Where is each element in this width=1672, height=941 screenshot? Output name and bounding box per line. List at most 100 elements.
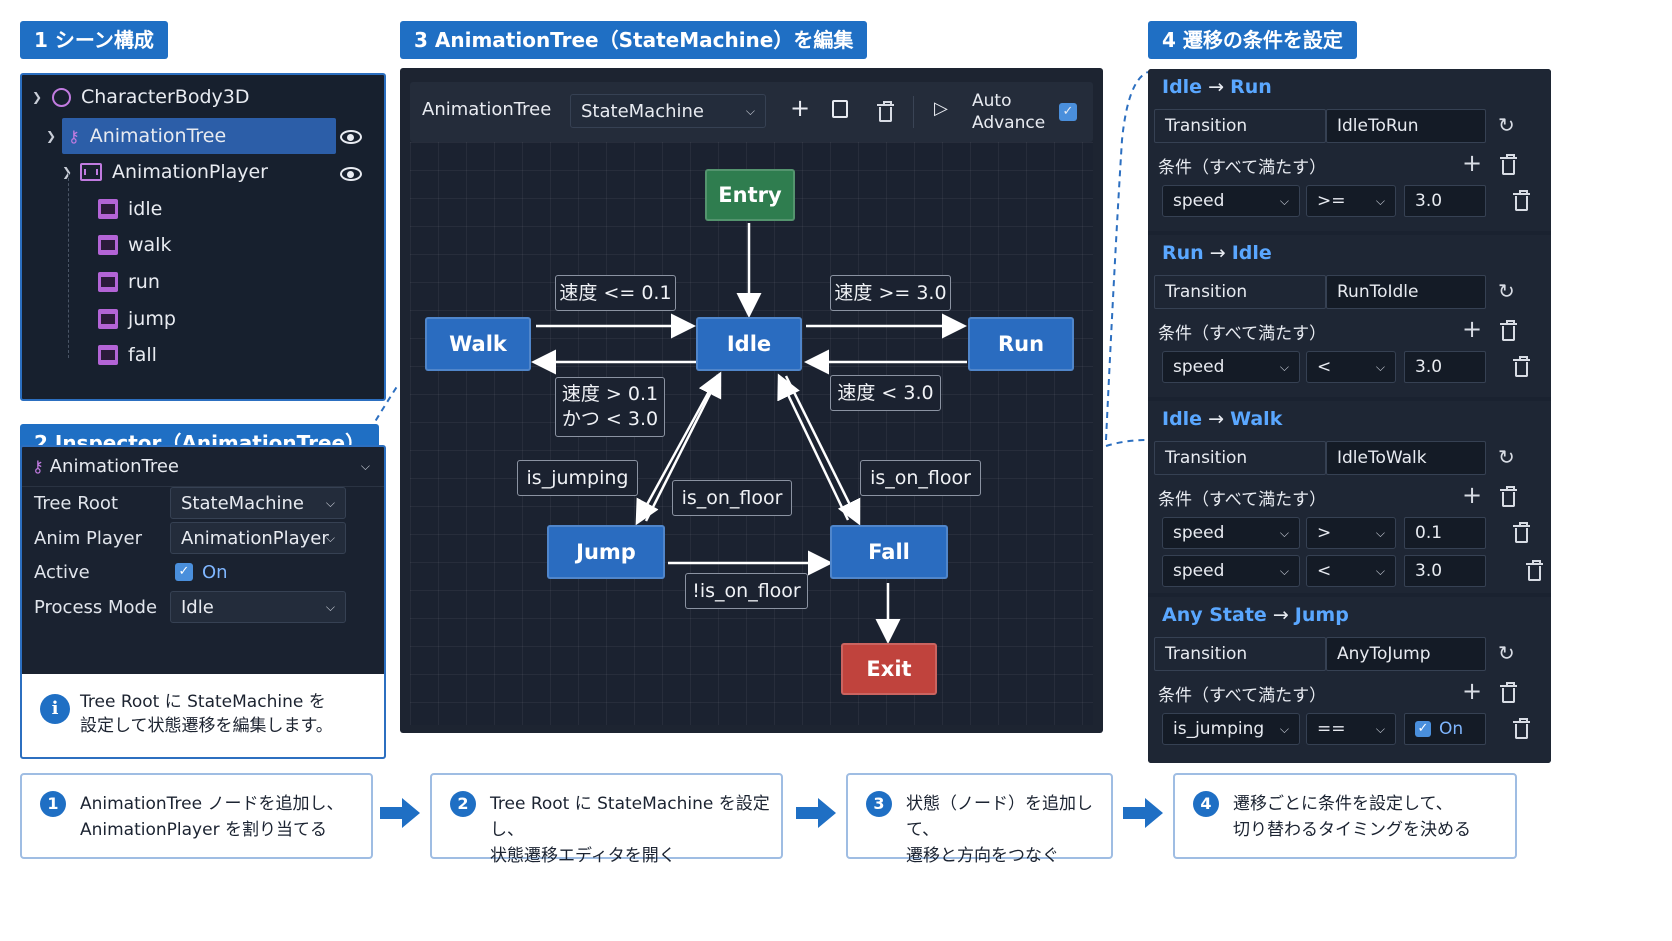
- chevron-down-icon[interactable]: ⌵: [360, 459, 370, 473]
- chevron-down-icon: ⌵: [1279, 563, 1289, 578]
- tree-item-animationtree[interactable]: ❯ ⚷ AnimationTree: [46, 118, 336, 154]
- state-node-idle[interactable]: Idle: [696, 317, 802, 371]
- play-icon[interactable]: ▷: [934, 98, 948, 119]
- state-node-run[interactable]: Run: [968, 317, 1074, 371]
- auto-advance-checkbox[interactable]: ✓: [1059, 103, 1077, 121]
- condition-checkbox[interactable]: ✓: [1415, 721, 1431, 737]
- chevron-down-icon: ⌵: [1279, 359, 1289, 374]
- inspector-header[interactable]: ⚷ AnimationTree ⌵: [22, 447, 384, 487]
- refresh-icon[interactable]: ↻: [1498, 641, 1515, 665]
- chevron-down-icon[interactable]: ❯: [61, 165, 73, 179]
- arrow-jump-idle: [644, 371, 722, 522]
- chevron-down-icon: ⌵: [325, 599, 335, 614]
- state-node-entry[interactable]: Entry: [705, 169, 795, 221]
- property-label: Process Mode: [34, 596, 158, 618]
- add-condition-icon[interactable]: +: [1462, 149, 1483, 177]
- delete-icon[interactable]: [1500, 486, 1517, 507]
- add-condition-icon[interactable]: +: [1462, 481, 1483, 509]
- state-node-exit[interactable]: Exit: [841, 643, 937, 695]
- tree-item-clip[interactable]: fall: [22, 337, 384, 373]
- add-condition-icon[interactable]: +: [1462, 315, 1483, 343]
- transition-name-input[interactable]: IdleToWalk: [1326, 441, 1486, 475]
- state-node-jump[interactable]: Jump: [547, 525, 665, 579]
- active-value: On: [202, 561, 228, 583]
- add-icon[interactable]: +: [790, 94, 811, 122]
- delete-icon[interactable]: [1513, 190, 1530, 211]
- condition-operator-select[interactable]: >⌵: [1306, 517, 1396, 549]
- select-value: ==: [1317, 719, 1346, 739]
- step-card: 3 状態（ノード）を追加して、遷移と方向をつなぐ: [846, 773, 1113, 866]
- condition-operator-select[interactable]: <⌵: [1306, 351, 1396, 383]
- tree-item-animationplayer[interactable]: ❯ AnimationPlayer: [22, 154, 384, 190]
- condition-param-select[interactable]: is_jumping⌵: [1162, 713, 1300, 745]
- info-text-line: Tree Root に StateMachine を: [80, 692, 326, 712]
- transition-label-cell: Transition: [1154, 109, 1326, 143]
- refresh-icon[interactable]: ↻: [1498, 113, 1515, 137]
- select-value: speed: [1173, 561, 1225, 581]
- tree-item-clip[interactable]: walk: [22, 227, 384, 263]
- delete-icon[interactable]: [1526, 560, 1543, 581]
- condition-param-select[interactable]: speed⌵: [1162, 517, 1300, 549]
- condition-param-select[interactable]: speed ⌵: [1162, 351, 1300, 383]
- transition-from: Any State: [1162, 604, 1267, 626]
- tree-item-characterbody3d[interactable]: ❯ CharacterBody3D: [22, 79, 384, 115]
- inspector-row-process-mode: Process Mode Idle ⌵: [22, 589, 384, 625]
- state-node-walk[interactable]: Walk: [425, 317, 531, 371]
- duplicate-icon[interactable]: [832, 100, 848, 118]
- state-machine-select[interactable]: StateMachine⌵: [570, 94, 766, 128]
- add-condition-icon[interactable]: +: [1462, 677, 1483, 705]
- delete-icon[interactable]: [1513, 718, 1530, 739]
- arrow-right-icon: →: [1202, 76, 1231, 98]
- transition-label-cell: Transition: [1154, 637, 1326, 671]
- select-value: speed: [1173, 357, 1225, 377]
- condition-value-input[interactable]: 3.0: [1404, 351, 1486, 383]
- animation-tree-icon: ⚷: [68, 126, 80, 146]
- delete-icon[interactable]: [1500, 682, 1517, 703]
- tree-item-label: AnimationTree: [89, 125, 227, 147]
- condition-value-input[interactable]: 3.0: [1404, 555, 1486, 587]
- condition-param-select[interactable]: speed⌵: [1162, 185, 1300, 217]
- transition-name-input[interactable]: IdleToRun: [1326, 109, 1486, 143]
- condition-operator-select[interactable]: <⌵: [1306, 555, 1396, 587]
- transition-from: Idle: [1162, 408, 1203, 430]
- chevron-down-icon[interactable]: ❯: [31, 90, 43, 104]
- transition-name-input[interactable]: RunToIdle: [1326, 275, 1486, 309]
- state-node-fall[interactable]: Fall: [830, 525, 948, 579]
- refresh-icon[interactable]: ↻: [1498, 279, 1515, 303]
- tree-item-clip[interactable]: jump: [22, 301, 384, 337]
- condition-value: On: [1439, 719, 1464, 739]
- state-graph-canvas[interactable]: [410, 142, 1093, 725]
- chevron-down-icon: ⌵: [1375, 563, 1385, 578]
- step-text: 切り替わるタイミングを決める: [1233, 820, 1471, 840]
- tree-item-clip[interactable]: run: [22, 264, 384, 300]
- delete-icon[interactable]: [1513, 522, 1530, 543]
- delete-icon[interactable]: [1500, 154, 1517, 175]
- visibility-eye-icon[interactable]: [340, 130, 362, 144]
- process-mode-select[interactable]: Idle ⌵: [170, 591, 346, 623]
- step-text: 状態（ノード）を追加して、: [906, 794, 1093, 840]
- refresh-icon[interactable]: ↻: [1498, 445, 1515, 469]
- conditions-label: 条件（すべて満たす）: [1158, 490, 1327, 510]
- delete-icon[interactable]: [1513, 356, 1530, 377]
- tree-root-select[interactable]: StateMachine⌵: [170, 487, 346, 519]
- condition-value-input[interactable]: ✓ On: [1404, 713, 1486, 745]
- chevron-down-icon[interactable]: ❯: [45, 129, 57, 143]
- tree-item-clip[interactable]: idle: [22, 191, 384, 227]
- delete-icon[interactable]: [877, 101, 894, 122]
- delete-icon[interactable]: [1500, 320, 1517, 341]
- condition-value-input[interactable]: 3.0: [1404, 185, 1486, 217]
- conditions-label: 条件（すべて満たす）: [1158, 686, 1327, 706]
- condition-label: is_on_floor: [672, 480, 792, 516]
- condition-operator-select[interactable]: ==⌵: [1306, 713, 1396, 745]
- anim-player-select[interactable]: AnimationPlayer⌵: [170, 522, 346, 554]
- transition-name-input[interactable]: AnyToJump: [1326, 637, 1486, 671]
- condition-param-select[interactable]: speed ⌵: [1162, 555, 1300, 587]
- visibility-eye-icon[interactable]: [340, 167, 362, 181]
- active-checkbox[interactable]: ✓: [175, 563, 193, 581]
- select-value: Idle: [181, 596, 214, 618]
- condition-value-input[interactable]: 0.1: [1404, 517, 1486, 549]
- condition-operator-select[interactable]: >=⌵: [1306, 185, 1396, 217]
